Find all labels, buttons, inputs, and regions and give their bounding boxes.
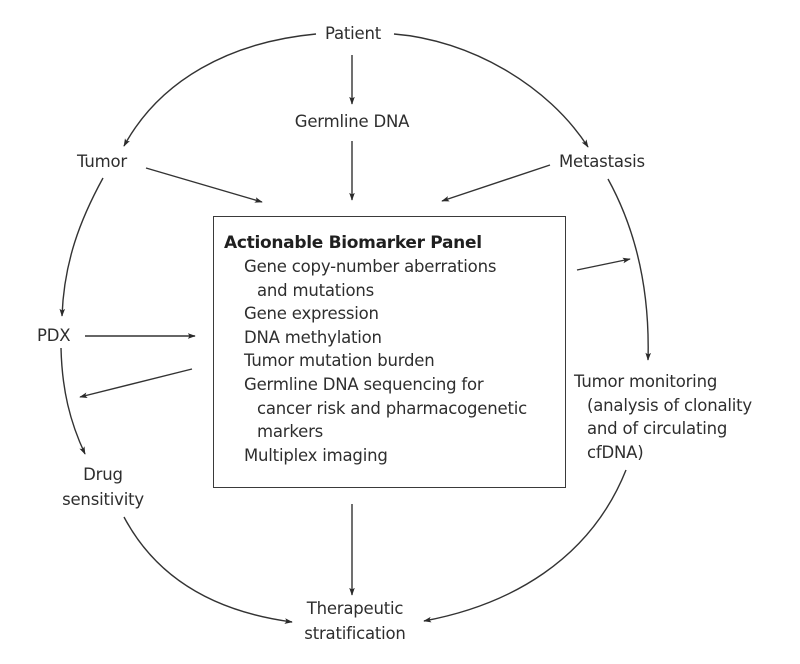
edge-panel-monitoring	[576, 257, 631, 271]
node-tumor-monitoring-line: Tumor monitoring	[574, 372, 718, 391]
node-patient: Patient	[324, 24, 382, 43]
edge-tumor-panel	[145, 167, 263, 203]
node-drug-sensitivity-line: Drug	[83, 465, 123, 484]
edge-tumor-pdx	[59, 177, 104, 317]
node-drug-sensitivity-line: sensitivity	[62, 490, 144, 509]
edge-panel-drug	[79, 368, 193, 398]
edge-drug-stratification	[123, 516, 293, 624]
panel-item-list: Gene copy-number aberrations and mutatio…	[244, 255, 527, 467]
panel-item: Tumor mutation burden	[244, 349, 527, 373]
panel-item-line: cancer risk and pharmacogenetic	[257, 398, 527, 418]
node-drug-sensitivity: Drug sensitivity	[62, 462, 144, 512]
edge-monitoring-stratification	[423, 469, 627, 623]
node-metastasis: Metastasis	[559, 152, 645, 171]
edge-patient-metastasis	[393, 33, 589, 148]
panel-item: DNA methylation	[244, 326, 527, 350]
node-tumor-monitoring-line: cfDNA)	[587, 442, 644, 462]
panel-item-line: and mutations	[257, 280, 375, 300]
actionable-biomarker-panel: Actionable Biomarker Panel Gene copy-num…	[213, 216, 566, 488]
edge-metastasis-panel	[441, 164, 551, 202]
panel-item-line: Gene expression	[244, 304, 379, 324]
node-tumor-monitoring: Tumor monitoring (analysis of clonality …	[574, 370, 752, 464]
node-therapeutic-stratification: Therapeutic stratification	[304, 596, 406, 646]
panel-item-line: markers	[257, 422, 324, 442]
node-tumor-monitoring-line: and of circulating	[587, 419, 728, 439]
node-therapeutic-stratification-line: Therapeutic	[306, 599, 404, 618]
edge-pdx-drug	[60, 347, 86, 455]
panel-item-line: Multiplex imaging	[244, 445, 388, 465]
panel-title: Actionable Biomarker Panel	[224, 233, 482, 253]
node-tumor-monitoring-line: (analysis of clonality	[587, 395, 752, 415]
panel-item: Gene copy-number aberrations and mutatio…	[244, 255, 527, 302]
edge-patient-tumor	[123, 33, 317, 147]
panel-item-line: DNA methylation	[244, 327, 382, 347]
panel-item: Gene expression	[244, 302, 527, 326]
panel-item: Germline DNA sequencing for cancer risk …	[244, 373, 527, 444]
node-tumor: Tumor	[77, 152, 127, 171]
panel-item-line: Germline DNA sequencing for	[244, 374, 484, 394]
node-pdx: PDX	[37, 326, 71, 345]
panel-item: Multiplex imaging	[244, 444, 527, 468]
node-therapeutic-stratification-line: stratification	[304, 624, 406, 643]
panel-item-line: Gene copy-number aberrations	[244, 257, 497, 276]
panel-item-line: Tumor mutation burden	[244, 351, 435, 371]
edge-metastasis-monitoring	[607, 178, 652, 361]
node-germline-dna: Germline DNA	[294, 112, 410, 131]
